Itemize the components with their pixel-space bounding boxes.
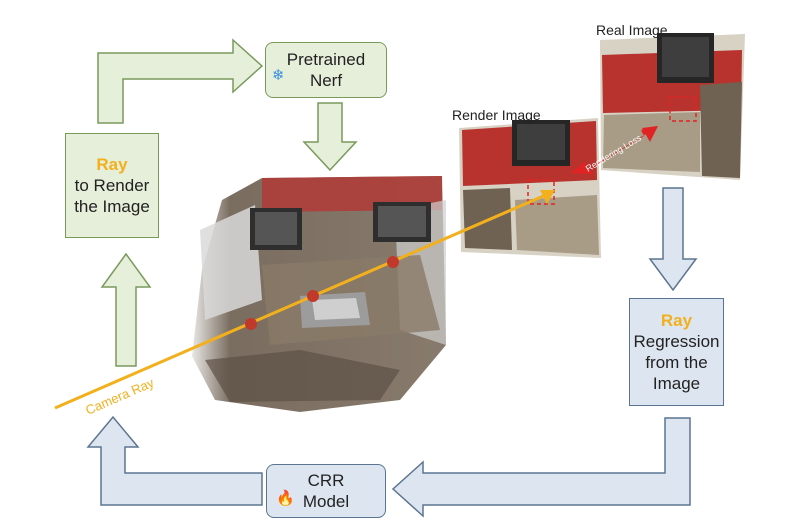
real-image — [600, 33, 745, 180]
ray-keyword: Ray — [96, 155, 128, 174]
render-image — [459, 118, 601, 258]
pretrained-nerf-box: Pretrained Nerf — [265, 42, 387, 98]
ray-keyword: Ray — [660, 311, 693, 330]
camera-ray-line — [54, 192, 549, 410]
ray-regression-line2: from the — [645, 353, 708, 372]
scene-3d-reconstruction — [192, 176, 446, 412]
ray-regression-line3: Image — [652, 374, 701, 393]
crr-model-box: CRR Model — [266, 464, 386, 518]
green-arrow-elbow-right — [97, 38, 264, 124]
camera-ray-arrowhead — [540, 190, 555, 204]
ray-render-line2: the Image — [74, 197, 150, 216]
ray-render-line1: to Render — [74, 176, 150, 195]
ray-regression-box: Ray Regression from the Image — [629, 298, 724, 406]
render-image-label: Render Image — [452, 107, 541, 123]
snowflake-icon: ❄ — [272, 67, 285, 84]
pretrained-line1: Pretrained — [286, 50, 366, 69]
ray-to-render-box: Ray to Render the Image — [65, 133, 159, 238]
blue-arrow-down — [648, 187, 698, 292]
ray-sample-point-3 — [387, 256, 399, 268]
blue-arrow-elbow-left — [391, 417, 691, 518]
green-arrow-down — [302, 102, 358, 172]
fire-icon: 🔥 — [276, 490, 295, 507]
crr-line2: Model — [302, 492, 350, 511]
crr-line1: CRR — [307, 471, 345, 490]
ray-sample-point-2 — [307, 290, 319, 302]
blue-arrow-elbow-up — [86, 415, 263, 506]
ray-sample-point-1 — [245, 318, 257, 330]
green-arrow-up — [100, 252, 152, 367]
real-image-label: Real Image — [596, 22, 668, 38]
pretrained-line2: Nerf — [309, 71, 343, 90]
ray-regression-line1: Regression — [633, 332, 720, 351]
